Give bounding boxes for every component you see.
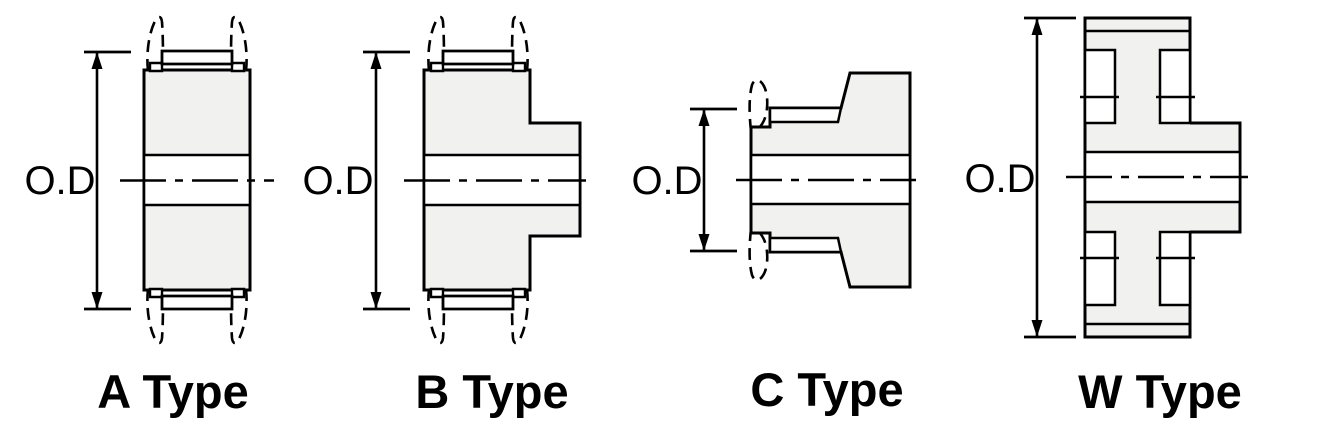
notch-lower-left <box>1083 230 1117 307</box>
shoulder-step <box>511 61 527 73</box>
flange-ear-bottom-left <box>146 288 165 345</box>
c-type-dimension <box>690 107 737 253</box>
shoulder-step <box>429 61 445 73</box>
dimension-arrow-up <box>1031 18 1043 35</box>
dimension-arrow-up <box>698 109 710 126</box>
b-type-dimension <box>363 50 410 311</box>
od-dimension-label: O.D <box>302 159 373 203</box>
od-dimension-label: O.D <box>964 157 1035 201</box>
tooth-strip-bottom <box>768 236 843 254</box>
flange-ear-top-left <box>146 15 165 72</box>
flange-ear-top-right <box>229 15 248 72</box>
figure-b-type: O.D B Type <box>302 15 586 418</box>
b-type-shapes <box>404 15 586 345</box>
shoulder-step <box>230 287 246 299</box>
flange-ear-bottom-right <box>229 288 248 345</box>
figure-c-type: O.D C Type <box>631 71 916 416</box>
tooth-strip-top <box>441 49 515 66</box>
flange-ear-bottom-left <box>427 288 446 345</box>
tooth-strip-top <box>768 106 843 124</box>
dimension-arrow-up <box>91 52 103 69</box>
flange-ear-top <box>748 78 769 133</box>
od-dimension-label: O.D <box>24 159 95 203</box>
figure-a-type: O.D A Type <box>24 15 274 418</box>
figure-w-type: O.D W Type <box>964 16 1248 418</box>
dimension-arrow-down <box>698 234 710 251</box>
shoulder-step <box>148 287 164 299</box>
figure-type-label: B Type <box>415 365 568 418</box>
notch-lower-right <box>1158 230 1192 307</box>
od-dimension-label: O.D <box>631 159 702 203</box>
shoulder-step <box>429 287 445 299</box>
flange-ear-top-right <box>510 15 529 72</box>
dimension-arrow-down <box>1031 320 1043 337</box>
dimension-arrow-up <box>370 52 382 69</box>
tooth-strip-bottom <box>441 294 515 311</box>
c-type-shapes <box>736 71 916 289</box>
w-type-dimension <box>1024 16 1076 339</box>
shoulder-step <box>511 287 527 299</box>
tooth-strip-top <box>160 49 234 66</box>
flange-ear-top-left <box>427 15 446 72</box>
a-type-dimension <box>84 50 131 311</box>
shoulder-step <box>230 61 246 73</box>
shoulder-step <box>148 61 164 73</box>
dimension-arrow-down <box>91 292 103 309</box>
notch-upper-left <box>1083 48 1117 125</box>
tooth-strip-bottom <box>160 294 234 311</box>
figure-type-label: C Type <box>750 363 903 416</box>
a-type-shapes <box>120 15 274 345</box>
figure-type-label: W Type <box>1078 365 1242 418</box>
dimension-arrow-down <box>370 292 382 309</box>
flange-ear-bottom-right <box>510 288 529 345</box>
figure-type-label: A Type <box>97 365 248 418</box>
notch-upper-right <box>1158 48 1192 125</box>
w-type-shapes <box>1066 16 1248 339</box>
flange-ear-bottom <box>748 227 769 282</box>
